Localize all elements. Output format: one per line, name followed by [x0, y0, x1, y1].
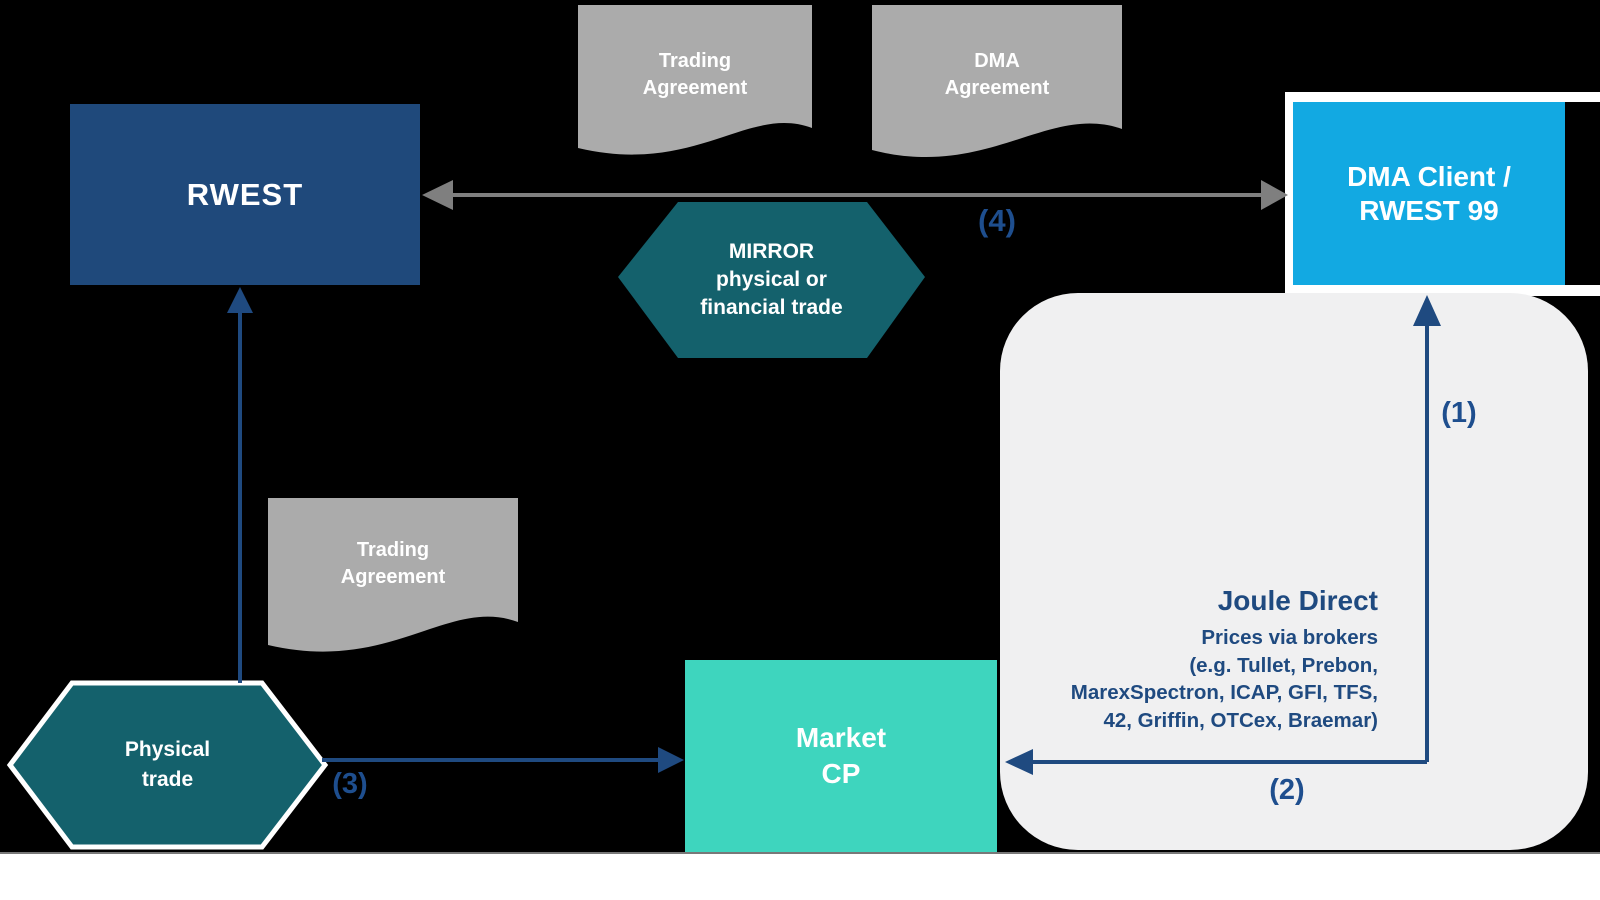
flow-label-step3: (3) — [332, 767, 368, 800]
doc3-line1: Trading — [356, 539, 430, 561]
market-cp-line2: CP — [821, 758, 861, 789]
doc2-line1: DMA — [974, 50, 1020, 72]
flow-label-step2: (2) — [1269, 773, 1305, 806]
physical-line1: Physical — [124, 738, 211, 761]
rwest-box — [70, 104, 420, 285]
joule-direct-title: Joule Direct — [1217, 585, 1378, 616]
joule-direct-line4: 42, Griffin, OTCex, Braemar) — [1103, 708, 1378, 732]
flow-label-step4: (4) — [978, 203, 1016, 238]
doc1-line1: Trading — [658, 50, 732, 72]
physical-trade-label: Physical trade — [10, 683, 325, 847]
mirror-trade-hexagon — [618, 202, 925, 358]
arrow-physical-to-rwest — [227, 287, 253, 683]
dma-client-label: DMA Client / RWEST 99 — [1293, 102, 1565, 285]
dma-client-line2: RWEST 99 — [1359, 194, 1499, 226]
rwest-label-text: RWEST — [186, 176, 304, 212]
arrow-joule-to-market — [1005, 749, 1427, 775]
joule-direct-label: Joule Direct Prices via brokers (e.g. Tu… — [978, 584, 1378, 734]
dma-client-box — [1293, 102, 1565, 285]
trading-agreement-left-label: Trading Agreement — [268, 498, 518, 630]
market-cp-label: Market CP — [685, 660, 997, 852]
arrow-joule-to-dma — [1413, 295, 1441, 762]
document-shape-trading-agreement-top — [578, 5, 812, 155]
rwest-label: RWEST — [70, 104, 420, 285]
arrow-rwest-dma-double — [422, 180, 1288, 210]
dma-agreement-label: DMA Agreement — [872, 5, 1122, 145]
arrow-physical-to-market — [322, 747, 684, 773]
flow-label-step1: (1) — [1441, 396, 1477, 429]
market-cp-line1: Market — [795, 722, 887, 753]
joule-direct-panel — [1000, 293, 1588, 850]
mirror-line3: financial trade — [700, 296, 843, 319]
doc3-line2: Agreement — [340, 566, 446, 588]
physical-trade-hexagon — [6, 680, 329, 850]
document-shape-dma-agreement — [872, 5, 1122, 158]
mirror-line1: MIRROR — [728, 240, 815, 263]
dma-client-line1: DMA Client / — [1347, 160, 1511, 192]
page-footer-strip — [0, 852, 1600, 900]
dma-client-box-right-patch — [1565, 102, 1600, 285]
trading-agreement-top-label: Trading Agreement — [578, 5, 812, 145]
joule-direct-line3: MarexSpectron, ICAP, GFI, TFS, — [1070, 681, 1378, 704]
joule-direct-line1: Prices via brokers — [1201, 626, 1378, 649]
mirror-line2: physical or — [716, 268, 827, 291]
doc1-line2: Agreement — [642, 77, 748, 99]
physical-line2: trade — [141, 768, 194, 791]
document-shape-trading-agreement-left — [268, 498, 518, 652]
doc2-line2: Agreement — [944, 77, 1050, 99]
market-cp-box — [685, 660, 997, 852]
mirror-trade-label: MIRROR physical or financial trade — [618, 202, 925, 358]
joule-direct-line2: (e.g. Tullet, Prebon, — [1189, 653, 1378, 677]
